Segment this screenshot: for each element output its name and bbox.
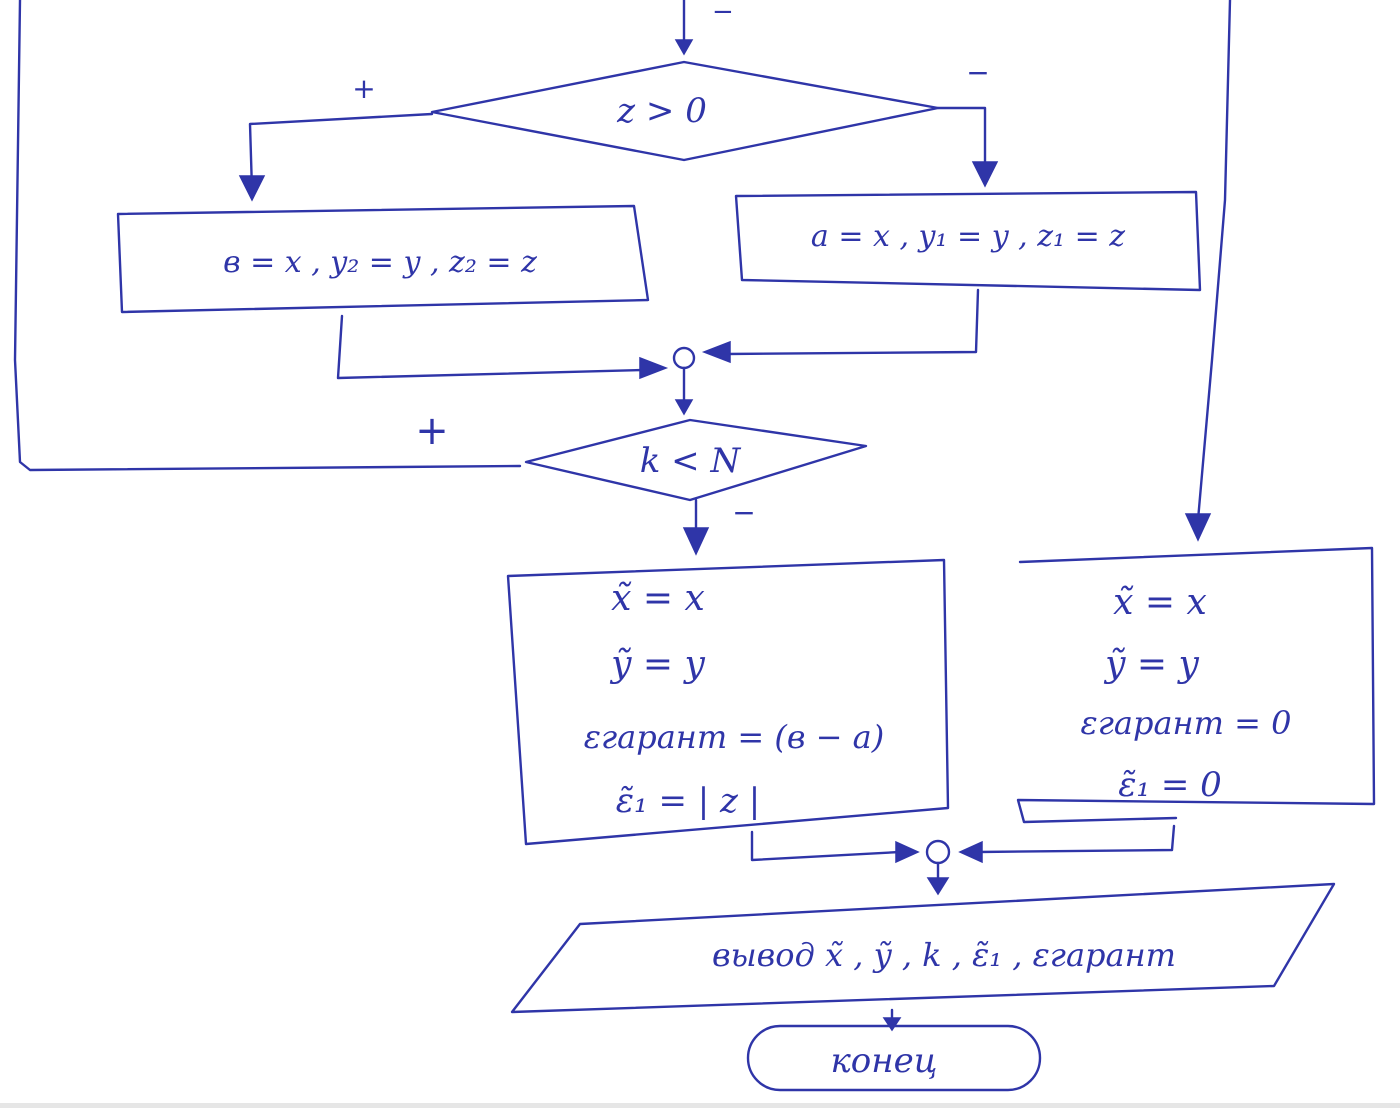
output-text: вывод x̃ , ỹ , k , ε̃₁ , εгарант [712, 936, 1176, 974]
result-left-line4: ε̃₁ = | z | [616, 781, 760, 821]
merge-connector-1 [336, 288, 980, 416]
end-text: конец [830, 1041, 937, 1081]
decision-k-diamond [524, 418, 868, 502]
end-terminator [746, 1024, 1042, 1092]
result-left-box [506, 558, 950, 846]
output-parallelogram [510, 882, 1336, 1014]
branch-yes-arrow [238, 112, 434, 202]
top-incoming-arrow [674, 0, 694, 56]
result-left-line1: x̃ = x [611, 578, 705, 619]
top-minus-sign: − [712, 0, 734, 27]
result-left-line3: εгарант = (в − a) [584, 718, 884, 756]
decision-z-plus: + [352, 72, 375, 105]
branch-no-arrow [936, 106, 999, 188]
decision-k-plus: + [415, 408, 449, 454]
box-left [116, 204, 650, 314]
right-bypass-line [1184, 0, 1232, 542]
decision-k-minus: − [732, 496, 755, 529]
result-right-line3: εгарант = 0 [1081, 704, 1292, 742]
box-left-text: в = x , y₂ = y , z₂ = z [223, 245, 537, 280]
result-right-line1: x̃ = x [1113, 582, 1207, 623]
decision-k-no-arrow [682, 498, 710, 556]
box-right [734, 190, 1202, 292]
result-right-box [1016, 546, 1376, 824]
merge-connector-2 [750, 824, 1176, 896]
result-right-line4: ε̃₁ = 0 [1118, 765, 1222, 805]
output-to-end-arrow [882, 1008, 902, 1032]
decision-z-minus: − [966, 56, 989, 89]
bottom-edge-bar [0, 1103, 1400, 1108]
loop-back-line [13, 0, 522, 472]
result-right-line2: ỹ = y [1103, 644, 1199, 685]
box-right-text: a = x , y₁ = y , z₁ = z [811, 219, 1125, 254]
decision-z-label: z > 0 [616, 91, 707, 131]
result-left-line2: ỹ = y [609, 644, 705, 685]
decision-k-label: k < N [640, 441, 742, 481]
